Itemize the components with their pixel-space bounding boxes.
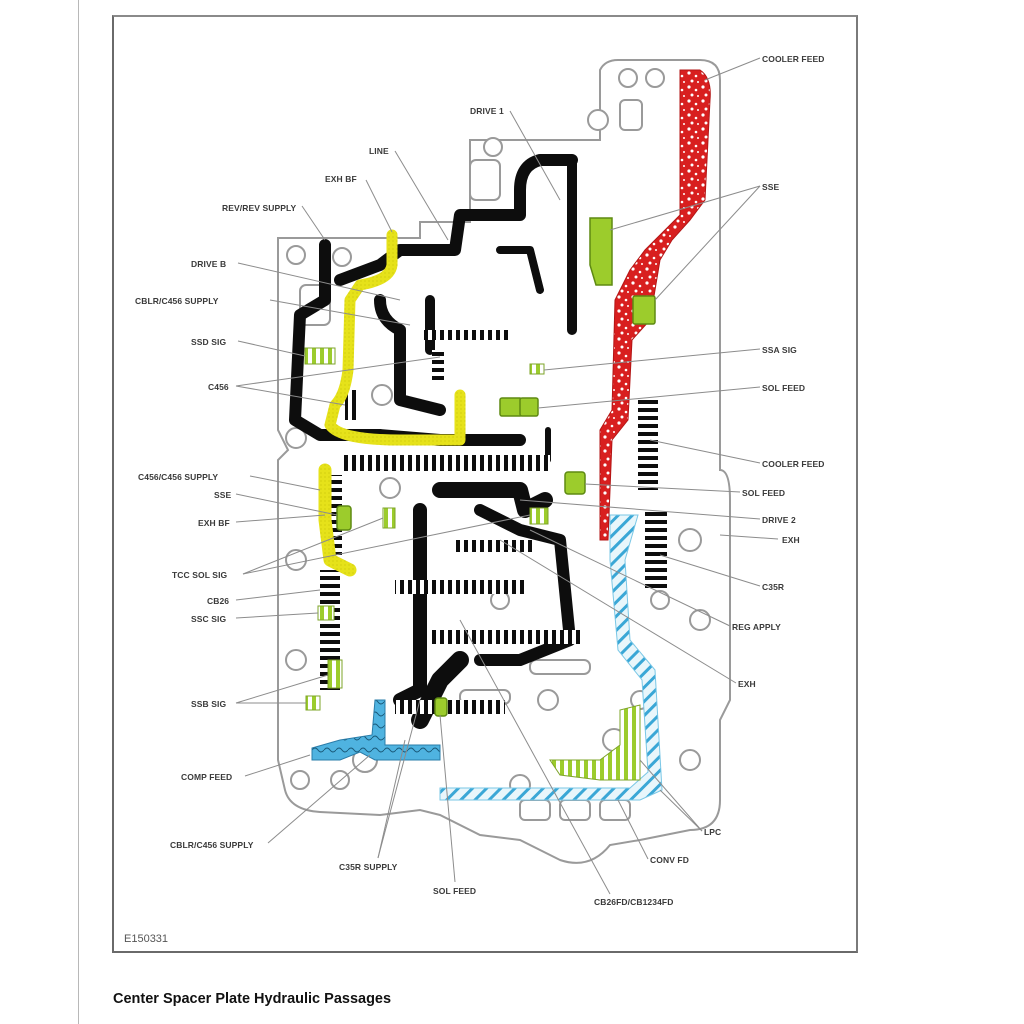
label-cb26: CB26 [207,596,230,606]
cyan-hatch-passage [439,514,663,801]
label-ssa-sig: SSA SIG [762,345,797,355]
label-sol-feed-right-2: SOL FEED [742,488,786,498]
label-drive-2: DRIVE 2 [762,515,796,525]
label-drive-b: DRIVE B [191,259,227,269]
label-sol-feed-right-1: SOL FEED [762,383,806,393]
label-cb26fd-cb1234fd: CB26FD/CB1234FD [594,897,674,907]
label-rev-rev-supply: REV/REV SUPPLY [222,203,297,213]
label-tcc-sol-sig: TCC SOL SIG [172,570,228,580]
label-reg-apply: REG APPLY [732,622,781,632]
label-sol-feed-bottom: SOL FEED [433,886,477,896]
label-ssd-sig: SSD SIG [191,337,227,347]
label-comp-feed: COMP FEED [181,772,233,782]
green-blocks [336,217,656,717]
label-cooler-feed-mid: COOLER FEED [762,459,825,469]
label-cblr-c456-supply-bottom: CBLR/C456 SUPPLY [170,840,254,850]
label-c35r-supply: C35R SUPPLY [339,862,398,872]
label-exh-bf-top: EXH BF [325,174,357,184]
label-c456-c456-supply: C456/C456 SUPPLY [138,472,219,482]
label-c35r: C35R [762,582,785,592]
label-ssb-sig: SSB SIG [191,699,227,709]
label-exh-right-1: EXH [782,535,800,545]
leader-lines [235,57,779,895]
label-lpc: LPC [704,827,722,837]
label-cblr-c456-supply: CBLR/C456 SUPPLY [135,296,219,306]
red-passage-cooler-feed [599,69,711,541]
label-sse-left: SSE [214,490,232,500]
label-sse-right: SSE [762,182,780,192]
green-striped-blocks [304,347,641,781]
page-margin-rule [78,0,79,1024]
label-line: LINE [369,146,389,156]
label-exh-right-2: EXH [738,679,756,689]
label-exh-bf-left: EXH BF [198,518,230,528]
figure-caption: Center Spacer Plate Hydraulic Passages [113,991,392,1007]
label-ssc-sig: SSC SIG [191,614,227,624]
label-c456: C456 [208,382,229,392]
label-conv-fd: CONV FD [650,855,689,865]
label-drive-1: DRIVE 1 [470,106,504,116]
label-cooler-feed-top: COOLER FEED [762,54,825,64]
figure-id: E150331 [124,933,169,945]
